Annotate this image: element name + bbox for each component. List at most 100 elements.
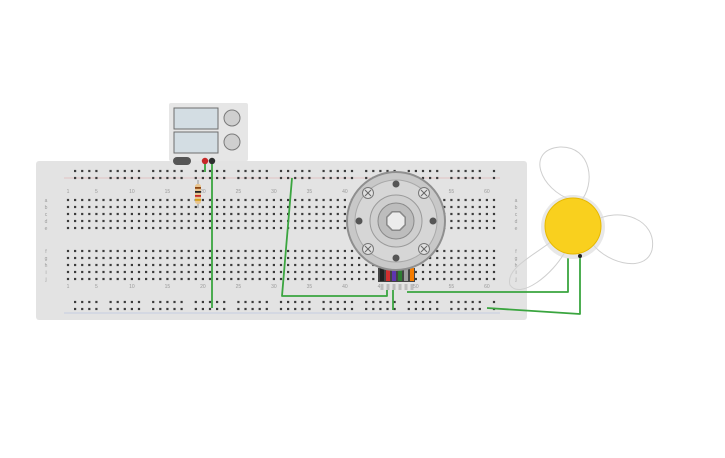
- breadboard-hole: [187, 270, 190, 274]
- motor-bolt-slot: [364, 245, 372, 253]
- breadboard-hole: [265, 205, 268, 209]
- breadboard-hole: [180, 263, 183, 267]
- breadboard-hole: [350, 249, 354, 253]
- fan-hub[interactable]: [544, 197, 602, 255]
- breadboard-hole: [66, 219, 70, 223]
- power-switch[interactable]: [173, 157, 191, 165]
- breadboard-hole: [152, 256, 155, 260]
- breadboard-hole: [237, 256, 240, 260]
- positive-terminal[interactable]: [201, 157, 209, 165]
- breadboard-hole: [343, 249, 346, 253]
- breadboard-hole: [201, 219, 204, 223]
- breadboard-hole: [329, 198, 332, 202]
- breadboard-hole: [95, 277, 98, 281]
- breadboard-hole: [137, 205, 141, 209]
- breadboard-hole: [258, 198, 261, 202]
- power-supply[interactable]: [169, 103, 248, 165]
- breadboard-hole: [130, 176, 133, 180]
- breadboard-hole: [329, 300, 332, 304]
- breadboard-hole: [130, 226, 133, 230]
- breadboard-hole: [194, 169, 197, 173]
- motor-mount-dot: [392, 180, 400, 188]
- breadboard-hole: [223, 270, 226, 274]
- resistor[interactable]: [195, 180, 201, 208]
- breadboard-hole: [287, 249, 290, 253]
- breadboard-hole: [81, 263, 84, 267]
- breadboard-hole: [450, 256, 453, 260]
- breadboard-hole: [152, 169, 155, 173]
- breadboard-hole: [159, 198, 162, 202]
- current-display: [173, 131, 219, 154]
- breadboard-hole: [159, 249, 162, 253]
- breadboard-hole: [237, 176, 240, 180]
- breadboard-hole: [450, 277, 453, 281]
- breadboard-hole: [485, 219, 488, 223]
- breadboard-hole: [329, 277, 332, 281]
- column-number: 40: [342, 189, 348, 195]
- breadboard-hole: [173, 198, 176, 202]
- breadboard-hole: [137, 169, 141, 173]
- breadboard-hole: [279, 198, 283, 202]
- breadboard-hole: [258, 300, 261, 304]
- breadboard-hole: [315, 277, 318, 281]
- breadboard-hole: [173, 205, 176, 209]
- breadboard-hole: [258, 270, 261, 274]
- breadboard-hole: [102, 219, 105, 223]
- current-knob[interactable]: [223, 133, 241, 151]
- breadboard-hole: [471, 169, 474, 173]
- breadboard-hole: [74, 249, 77, 253]
- breadboard-hole: [159, 176, 162, 180]
- breadboard-hole: [88, 205, 91, 209]
- breadboard-hole: [173, 249, 176, 253]
- breadboard-hole: [180, 300, 183, 304]
- breadboard-hole: [429, 300, 432, 304]
- breadboard-hole: [478, 256, 481, 260]
- voltage-knob[interactable]: [223, 109, 241, 127]
- breadboard-hole: [279, 300, 283, 304]
- breadboard-hole: [265, 270, 268, 274]
- breadboard-hole: [201, 198, 204, 202]
- fan[interactable]: [509, 146, 654, 291]
- breadboard-hole: [81, 198, 84, 202]
- breadboard-hole: [166, 256, 169, 260]
- row-letter: f: [515, 249, 517, 255]
- breadboard-hole: [109, 226, 112, 230]
- breadboard-hole: [208, 263, 212, 267]
- breadboard-hole: [116, 300, 119, 304]
- breadboard-hole: [478, 249, 481, 253]
- fan-terminal: [578, 254, 582, 258]
- wire-fan-signal[interactable]: [407, 258, 569, 293]
- breadboard-hole: [301, 212, 304, 216]
- breadboard-hole: [343, 300, 346, 304]
- breadboard-hole: [102, 226, 105, 230]
- breadboard-hole: [123, 307, 126, 311]
- breadboard-hole: [492, 249, 496, 253]
- breadboard-hole: [308, 277, 311, 281]
- breadboard-hole: [471, 176, 474, 180]
- breadboard-hole: [287, 307, 290, 311]
- breadboard-hole: [301, 263, 304, 267]
- breadboard-hole: [123, 249, 126, 253]
- breadboard-hole: [244, 219, 247, 223]
- breadboard-hole: [464, 277, 467, 281]
- breadboard-hole: [166, 169, 169, 173]
- breadboard-hole: [358, 256, 361, 260]
- breadboard-hole: [244, 226, 247, 230]
- breadboard-hole: [457, 256, 460, 260]
- breadboard-hole: [74, 277, 77, 281]
- breadboard-holes[interactable]: [66, 169, 496, 311]
- motor-connector-wire: [410, 268, 414, 281]
- wire-fan-ground[interactable]: [486, 256, 581, 315]
- breadboard-hole: [457, 205, 460, 209]
- dc-motor[interactable]: [346, 171, 446, 290]
- wire-motor-loop[interactable]: [281, 177, 388, 297]
- breadboard-hole: [308, 176, 311, 180]
- wires[interactable]: [204, 164, 581, 315]
- column-number: 20: [200, 189, 206, 195]
- breadboard-hole: [287, 205, 290, 209]
- breadboard-hole: [102, 212, 105, 216]
- negative-terminal[interactable]: [208, 157, 216, 165]
- column-number: 1: [67, 189, 70, 195]
- breadboard-hole: [336, 300, 339, 304]
